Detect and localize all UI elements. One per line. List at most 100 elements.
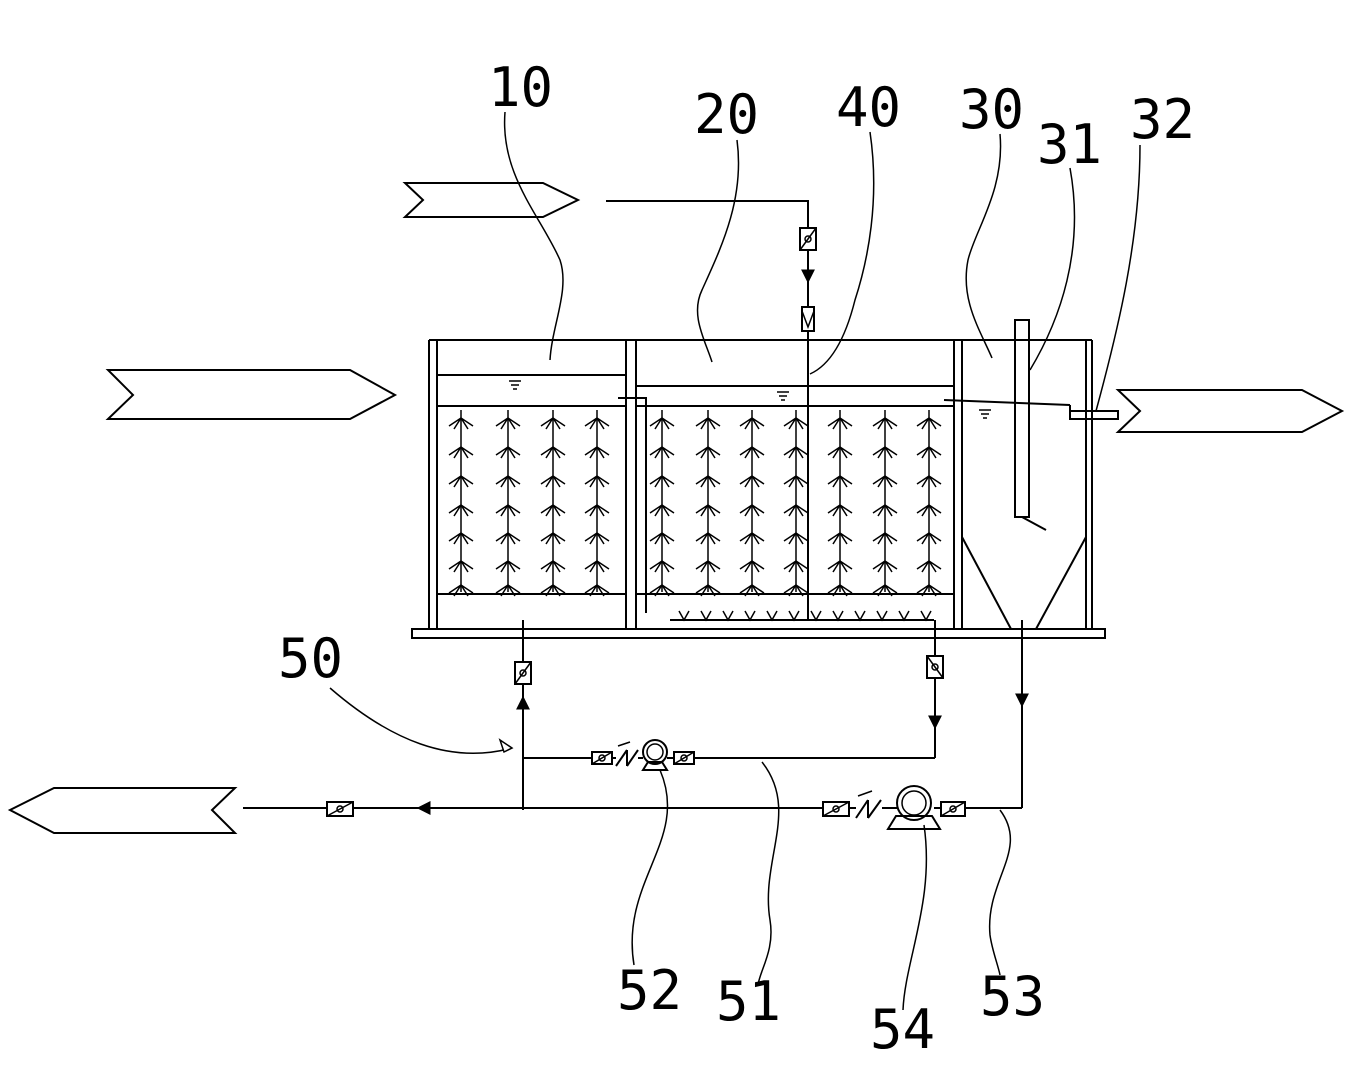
media-tuft xyxy=(584,503,610,517)
media-tuft xyxy=(495,503,521,517)
media-tuft xyxy=(448,474,474,488)
media-tuft xyxy=(783,503,809,517)
diffuser-nozzle xyxy=(788,610,800,622)
media-tuft xyxy=(783,559,809,573)
media-tuft xyxy=(872,583,898,597)
media-tuft xyxy=(649,445,675,459)
media-tuft xyxy=(783,474,809,488)
media-tuft xyxy=(916,583,942,597)
aeration-diffuser xyxy=(670,610,934,622)
label-32: 32 xyxy=(1130,88,1195,151)
media-tuft xyxy=(584,474,610,488)
diffuser-nozzle xyxy=(722,610,734,622)
label-30: 30 xyxy=(959,78,1024,141)
media-tuft xyxy=(495,474,521,488)
media-tuft xyxy=(827,531,853,545)
main-inlet-arrow xyxy=(105,369,398,420)
media-tuft xyxy=(495,583,521,597)
diffuser-nozzle xyxy=(678,610,690,622)
media-tuft xyxy=(695,416,721,430)
diffuser-nozzle xyxy=(920,610,932,622)
media-tuft xyxy=(540,531,566,545)
media-tuft xyxy=(872,531,898,545)
media-tuft xyxy=(448,583,474,597)
media-tuft xyxy=(916,474,942,488)
diffuser-nozzle xyxy=(832,610,844,622)
media-tuft xyxy=(540,583,566,597)
media-tuft xyxy=(739,583,765,597)
media-tuft xyxy=(448,416,474,430)
label-54: 54 xyxy=(870,998,935,1061)
label-10: 10 xyxy=(488,56,553,119)
media-tuft xyxy=(540,416,566,430)
media-tuft xyxy=(695,583,721,597)
media-tuft xyxy=(783,416,809,430)
media-tuft xyxy=(827,503,853,517)
label-20: 20 xyxy=(694,83,759,146)
media-tuft xyxy=(827,445,853,459)
diffuser-nozzle xyxy=(898,610,910,622)
label-31: 31 xyxy=(1037,113,1102,176)
diffuser-nozzle xyxy=(766,610,778,622)
label-50: 50 xyxy=(278,627,343,690)
media-tuft xyxy=(649,474,675,488)
diffuser-nozzle xyxy=(700,610,712,622)
sludge-out-arrow xyxy=(7,787,238,834)
media-tuft xyxy=(739,416,765,430)
outlet-arrow xyxy=(1115,389,1345,433)
top-inlet-arrow xyxy=(402,182,581,218)
media-tuft xyxy=(448,445,474,459)
diffuser-nozzle xyxy=(854,610,866,622)
media-tuft xyxy=(495,559,521,573)
media-tuft xyxy=(827,416,853,430)
media-tuft xyxy=(872,416,898,430)
media-tuft xyxy=(872,474,898,488)
media-tuft xyxy=(916,559,942,573)
media-tuft xyxy=(649,559,675,573)
media-tuft xyxy=(584,531,610,545)
label-53: 53 xyxy=(980,965,1045,1028)
media-tuft xyxy=(695,445,721,459)
leader-lines xyxy=(329,111,1141,1011)
media-tuft xyxy=(540,559,566,573)
label-40: 40 xyxy=(836,76,901,139)
media-tuft xyxy=(584,583,610,597)
media-tuft xyxy=(783,445,809,459)
tank-structure xyxy=(411,319,1119,639)
media-tuft xyxy=(739,531,765,545)
media-tuft xyxy=(783,531,809,545)
media-tuft xyxy=(916,531,942,545)
media-tuft xyxy=(649,531,675,545)
diffuser-nozzle xyxy=(876,610,888,622)
diffuser-nozzle xyxy=(810,610,822,622)
media-tuft xyxy=(695,559,721,573)
media-tuft xyxy=(783,583,809,597)
media-tuft xyxy=(916,416,942,430)
media-tuft xyxy=(584,445,610,459)
media-tuft xyxy=(695,531,721,545)
media-tuft xyxy=(448,559,474,573)
media-tuft xyxy=(695,503,721,517)
media-tuft xyxy=(872,559,898,573)
media-tuft xyxy=(540,503,566,517)
pipe-network xyxy=(243,620,1029,830)
media-tuft xyxy=(827,583,853,597)
media-tuft xyxy=(495,531,521,545)
media-tuft xyxy=(649,583,675,597)
water-level-symbols xyxy=(509,380,991,419)
biofilm-media xyxy=(448,410,942,597)
air-inlet-line xyxy=(606,200,817,620)
media-tuft xyxy=(916,503,942,517)
media-tuft xyxy=(649,503,675,517)
media-tuft xyxy=(448,531,474,545)
media-tuft xyxy=(495,416,521,430)
media-tuft xyxy=(827,559,853,573)
label-51: 51 xyxy=(716,970,781,1033)
media-tuft xyxy=(872,445,898,459)
media-tuft xyxy=(649,416,675,430)
media-tuft xyxy=(872,503,898,517)
media-tuft xyxy=(695,474,721,488)
arrowhead-50 xyxy=(498,738,514,754)
diffuser-nozzle xyxy=(744,610,756,622)
